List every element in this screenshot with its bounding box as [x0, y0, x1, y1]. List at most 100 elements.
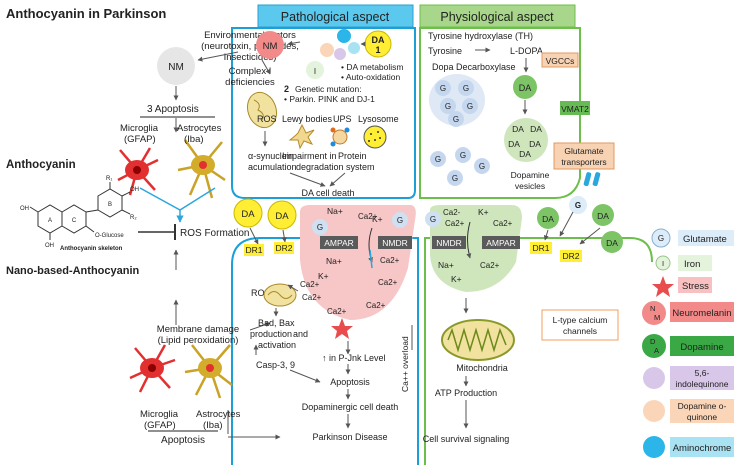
- da-green-1-label: DA: [542, 214, 554, 224]
- svg-text:G: G: [463, 84, 469, 93]
- nm-gray-circle: [157, 47, 195, 85]
- pathological-neuron-bottom: [231, 237, 419, 465]
- nm-gray-label: NM: [168, 62, 184, 73]
- impairment-2: degradation system: [296, 162, 375, 172]
- k-green-2: K+: [451, 274, 462, 284]
- na-green: Na+: [438, 260, 454, 270]
- env-factors: Environmental factors (neurotoxin, pesti…: [201, 30, 299, 88]
- legend: G Glutamate I Iron Stress N M Neuromelan…: [642, 228, 734, 458]
- da-green-2: [592, 204, 614, 226]
- oh-3: OH: [130, 187, 139, 193]
- aminochrome-dot-2: [348, 42, 360, 54]
- g-green-1: [425, 211, 441, 227]
- ampar-right-label: AMPAR: [486, 238, 516, 248]
- membrane-damage: Membrane damage: [157, 324, 239, 335]
- dr2-right: [560, 250, 582, 262]
- bad-bax: Bad, Bax: [258, 318, 295, 328]
- ca-green-4: Ca2+: [480, 261, 500, 270]
- vesicle-da-4: DA: [529, 139, 541, 149]
- legend-aminochrome: Aminochrome: [673, 443, 732, 454]
- ros-formation: ROS Formation: [180, 228, 249, 239]
- dr2-right-label: DR2: [562, 251, 579, 261]
- genetic-mutation-list: • Parkin. PINK and DJ-1: [284, 94, 375, 104]
- ros-bottom: ROS: [251, 288, 271, 298]
- dopaminergic-death: Dopaminergic cell death: [302, 402, 399, 412]
- ampar-right: [482, 236, 520, 249]
- ca-pink-1: Ca2+: [358, 212, 378, 221]
- da-yellow-1: [233, 198, 263, 228]
- g-vesicles-mid: G G G G: [430, 147, 490, 186]
- legend-da-a: A: [654, 346, 659, 355]
- ups-label: UPS: [333, 114, 352, 124]
- da1-label: DA: [372, 35, 385, 45]
- k-pink-1: K+: [372, 214, 383, 224]
- legend-quinone: Dopamine o-: [678, 401, 727, 411]
- svg-text:G: G: [452, 174, 458, 183]
- legend-glutamate: Glutamate: [683, 234, 727, 245]
- pjnk-label: ↑ in P-Jnk Level: [322, 353, 386, 363]
- g-right-1-label: G: [575, 201, 581, 210]
- da1-number: 1: [375, 45, 380, 55]
- da-yellow-1-label: DA: [241, 209, 255, 220]
- th-label: Tyrosine hydroxylase (TH): [428, 31, 533, 41]
- lysosome-label: Lysosome: [358, 114, 399, 124]
- svg-text:G: G: [467, 102, 473, 111]
- mitochondria-top: [246, 91, 278, 129]
- da-green-1: [537, 207, 559, 229]
- vesicle-da-1: DA: [512, 124, 524, 134]
- apoptosis-bottom: Apoptosis: [161, 435, 205, 446]
- microglia-label-bottom: Microglia: [140, 409, 179, 420]
- glucose-label: O-Glucose: [95, 233, 124, 239]
- lewy-bodies: Lewy bodies: [282, 114, 333, 124]
- na-1: Na+: [327, 206, 343, 216]
- anthocyanin-label: Anthocyanin: [6, 159, 76, 171]
- alpha-synuclein-2: acumulation: [248, 162, 297, 172]
- svg-text:G: G: [440, 84, 446, 93]
- pathological-header: Pathological aspect: [281, 10, 390, 24]
- parkinson-disease: Parkinson Disease: [312, 432, 387, 442]
- dr1-left-label: DR1: [245, 245, 262, 255]
- alpha-synuclein: α-synuclein: [248, 151, 294, 161]
- microglia-cell-top: [117, 147, 159, 196]
- nano-anthocyanin-label: Nano-based-Anthocyanin: [6, 265, 140, 277]
- dr1-right: [530, 242, 552, 254]
- ltype-label: L-type calcium: [553, 315, 608, 325]
- quinone-dot: [320, 43, 334, 57]
- microglia-cell-bottom: [129, 344, 176, 393]
- dopamine-vesicles-label: Dopamine: [511, 170, 550, 180]
- bad-bax-2: production: [250, 329, 292, 339]
- g-vesicles-top: G G G G G: [435, 80, 478, 127]
- astrocyte-cell-bottom: [184, 344, 233, 399]
- glutamate-transporters-label-2: transporters: [561, 157, 606, 167]
- stress-star: [331, 318, 353, 339]
- da-green-2-label: DA: [597, 211, 609, 221]
- g-pink-2-label: G: [397, 216, 403, 225]
- legend-quinone-2: quinone: [687, 412, 718, 422]
- g-right-1: [569, 196, 587, 214]
- ring-b: B: [108, 202, 112, 208]
- r1-label: R₁: [106, 176, 112, 182]
- microglia-label-bottom-2: (GFAP): [144, 420, 176, 431]
- dopamine-vesicles-label-2: vesicles: [515, 181, 545, 191]
- da-yellow-2-label: DA: [275, 211, 289, 222]
- pathological-neuron-top: [231, 27, 416, 199]
- svg-text:G: G: [453, 115, 459, 124]
- svg-text:(neurotoxin, pesticides,: (neurotoxin, pesticides,: [201, 41, 299, 52]
- legend-indolequinone: 5,6-: [695, 368, 710, 378]
- ampar-left-label: AMPAR: [324, 238, 354, 248]
- legend-i: I: [662, 259, 664, 268]
- nmdr-right: [432, 236, 466, 249]
- physiological-neuron-bottom: [424, 237, 653, 465]
- astrocytes-label: Astrocytes: [177, 123, 222, 134]
- microglia-label: Microglia: [120, 123, 159, 134]
- svg-text:G: G: [445, 102, 451, 111]
- legend-iron: Iron: [684, 259, 700, 270]
- svg-text:Complex I: Complex I: [229, 66, 272, 77]
- legend-stress: Stress: [682, 281, 709, 292]
- iron-circle: [306, 61, 324, 79]
- g-pink-2: [392, 212, 408, 228]
- g-pink-1-label: G: [317, 223, 323, 232]
- vesicle-da-5: DA: [519, 149, 531, 159]
- svg-text:Environmental factors: Environmental factors: [204, 30, 296, 41]
- dr1-right-label: DR1: [532, 243, 549, 253]
